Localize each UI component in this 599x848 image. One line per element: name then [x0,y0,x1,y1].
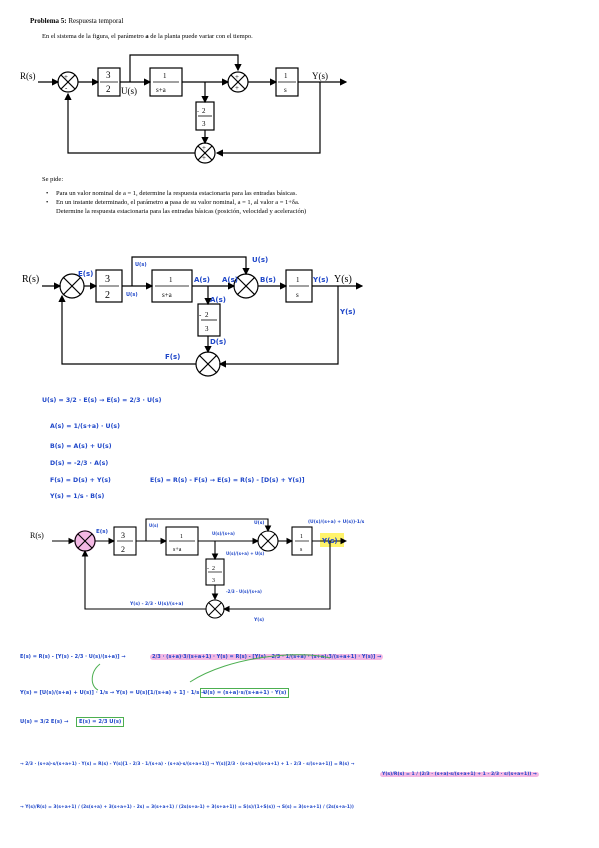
gain-den-3: 2 [121,545,125,554]
problem-title: Problema 5: Respuesta temporal [30,17,124,25]
label-r-3: R(s) [30,531,44,540]
gain-den: 2 [106,84,111,94]
equation-3: B(s) = A(s) + U(s) [50,443,112,450]
annot-u-right: U(s) [252,256,268,264]
annot-y: Y(s) [312,276,329,284]
annot3-ybottom: Y(s) [253,617,264,623]
sum1-plus: + [64,73,68,81]
annot3-y: Y(s) [321,537,338,545]
label-r-2: R(s) [22,274,39,285]
label-y: Y(s) [312,71,328,81]
fb-den-2: 3 [205,325,209,333]
equation-5b: E(s) = R(s) - F(s) → E(s) = R(s) - [D(s)… [150,477,305,484]
task-item: En un instante determinado, el parámetro… [46,198,516,216]
fb-sign: - [197,109,199,115]
equation-1: U(s) = 3/2 · E(s) → E(s) = 2/3 · U(s) [42,397,162,404]
gain-num: 3 [106,70,111,80]
annot3-e: E(s) [96,529,109,535]
deriv-2b: U(s) = (s+a)·s/(s+a+1) · Y(s) [200,688,290,698]
annot3-umid: U(s)/(s+a) [212,531,235,536]
deriv-3b: E(s) = 2/3 U(s) [76,717,125,727]
se-pide: Se pide: [42,176,64,183]
integ-num: 1 [284,72,288,80]
label-u: U(s) [121,86,137,96]
gain-num-2: 3 [105,274,110,285]
fb-num-3: 2 [212,566,215,572]
deriv-2a: Y(s) = [U(s)/(s+a) + U(s)] · 1/s → Y(s) … [20,690,206,696]
sum3-plus-b: + [202,154,206,162]
equation-5: F(s) = D(s) + Y(s) [50,477,111,484]
annot-u-mid: U(s) [126,292,138,298]
annot-u-top: U(s) [135,262,147,268]
integ-den: s [284,86,287,94]
plant-den: s+a [156,86,167,94]
annot3-fb: Y(s) - 2/3 · U(s)/(s+a) [129,601,184,607]
task-item: Para un valor nominal de a = 1, determin… [46,189,516,198]
equation-4: D(s) = -2/3 · A(s) [50,460,109,467]
fb-sign-2: - [199,311,202,319]
annot-e: E(s) [78,270,93,278]
sum2-plus-b: + [235,84,239,92]
deriv-4a: → 2/3 · (s+a)·s/(s+a+1) · Y(s) = R(s) - … [20,762,355,767]
fb-sign-3: - [207,566,209,572]
deriv-5: → Y(s)/R(s) = 3(s+a+1) / (2s(s+a) + 3(s+… [20,805,354,810]
annot3-u-top: U(s) [254,520,264,526]
task-list: Para un valor nominal de a = 1, determin… [46,189,516,216]
plant-num-3: 1 [180,534,183,540]
fb-den-3: 3 [212,578,215,584]
integ-den-3: s [300,547,303,553]
integ-den-2: s [296,291,299,299]
annot3-fbout: -2/3 · U(s)/(s+a) [226,589,262,594]
sum2-plus: + [235,73,239,81]
fb-num-2: 2 [205,311,209,319]
annot-b: B(s) [260,276,276,284]
deriv-4b: Y(s)/R(s) = 1 / (2/3 · (s+a)·s/(s+a+1) +… [380,772,539,777]
label-y-2: Y(s) [334,274,352,285]
block-diagram-2: R(s) Y(s) 3 2 1 s+a 1 s - 2 3 E(s) U(s) … [22,256,364,377]
deriv-1a: E(s) = R(s) - [Y(s) - 2/3 · U(s)/(s+a)] … [20,654,126,660]
gain-den-2: 2 [105,290,110,301]
equation-6: Y(s) = 1/s · B(s) [50,493,105,500]
annot3-usum: U(s)/(s+a) + U(s) [226,551,264,556]
block-diagram-1: R(s) Y(s) U(s) 3 2 1 s+a 1 s - 2 3 + - +… [20,54,348,164]
sum3-plus: + [202,144,206,152]
annot-y2: Y(s) [339,308,356,316]
annot3-out: (U(s)/(s+a) + U(s))·1/s [308,519,365,525]
annot-a2: A(s) [222,276,238,284]
annot-a3: A(s) [210,296,226,304]
annot-a1: A(s) [194,276,210,284]
sum1-minus: - [65,84,68,92]
equation-2: A(s) = 1/(s+a) · U(s) [50,423,120,430]
plant-num-2: 1 [169,276,173,284]
label-r: R(s) [20,71,36,81]
green-arrow [91,654,331,691]
annot-d: D(s) [210,338,226,346]
fb-num: 2 [202,107,206,115]
problem-intro: En el sistema de la figura, el parámetro… [42,33,253,40]
plant-num: 1 [163,72,167,80]
integ-num-3: 1 [300,534,303,540]
gain-num-3: 3 [121,531,125,540]
plant-den-3: s+a [173,547,182,553]
integ-num-2: 1 [296,276,300,284]
annot-f: F(s) [165,353,180,361]
deriv-3a: U(s) = 3/2 E(s) → [20,719,69,725]
block-diagram-3: R(s) 3 2 1 s+a 1 s - 2 3 E(s) U(s) U(s) … [30,518,365,623]
fb-den: 3 [202,120,206,128]
plant-den-2: s+a [162,291,173,299]
annot3-u: U(s) [149,523,158,528]
